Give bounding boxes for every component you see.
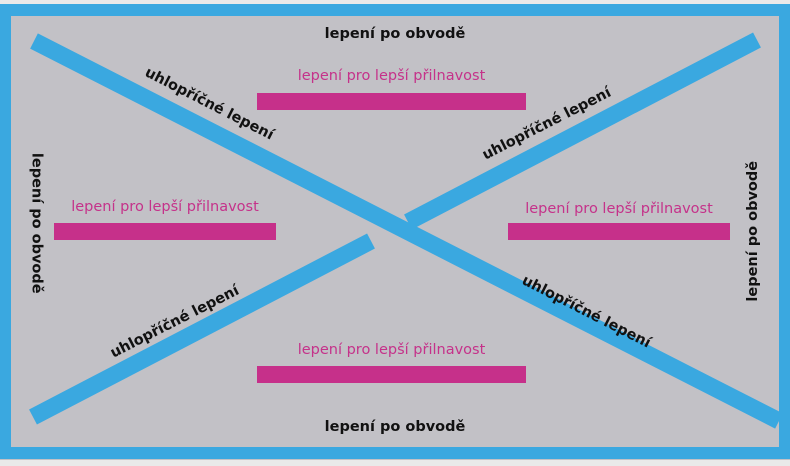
label-adhesion-bottom: lepení pro lepší přilnavost (297, 342, 486, 358)
label-perimeter-top: lepení po obvodě (324, 26, 466, 42)
label-adhesion-left: lepení pro lepší přilnavost (71, 199, 259, 215)
label-perimeter-left: lepení po obvodě (28, 152, 45, 294)
adhesion-strip-bottom (257, 366, 526, 383)
label-perimeter-bottom: lepení po obvodě (324, 419, 466, 435)
adhesion-strip-left (54, 223, 276, 240)
adhesion-strip-right (508, 223, 730, 240)
label-perimeter-right: lepení po obvodě (744, 160, 761, 302)
label-adhesion-right: lepení pro lepší přilnavost (525, 201, 713, 217)
label-adhesion-top: lepení pro lepší přilnavost (297, 68, 486, 84)
perimeter-tape (0, 4, 790, 459)
diagonal-tape-main (30, 33, 783, 429)
diagonal-tape-lower (29, 233, 375, 425)
diagonal-tape-upper (404, 32, 761, 230)
adhesion-strip-top (257, 93, 526, 110)
